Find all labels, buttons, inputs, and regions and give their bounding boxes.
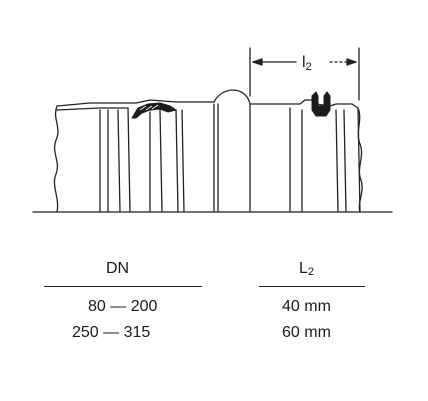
- table-cell-dn-1: 80 — 200: [88, 298, 158, 315]
- left-break-edge: [53, 105, 59, 213]
- right-wall-4: [343, 109, 347, 213]
- header-l2-sub: 2: [307, 266, 315, 278]
- table-rule-dn: [44, 286, 202, 287]
- right-break-edge: [357, 107, 363, 213]
- socket-inner: [175, 109, 179, 213]
- seal-ring-left: [131, 102, 178, 119]
- pipe-inner-top: [56, 107, 129, 111]
- header-l2: L2: [299, 260, 314, 281]
- right-wall-3: [335, 109, 339, 213]
- header-l2-main: L: [299, 260, 308, 277]
- seal-lip-right: [311, 91, 331, 117]
- wall-4: [127, 107, 131, 213]
- table-cell-l2-2: 60 mm: [282, 324, 331, 341]
- socket-left-2: [159, 109, 163, 213]
- dim-arrow-right: [346, 58, 357, 66]
- socket-inner-2: [181, 109, 185, 213]
- wall-3: [117, 109, 121, 213]
- dimension-label-l2: l2: [302, 54, 312, 73]
- pipe-socket-drawing: l2: [32, 47, 393, 213]
- header-dn: DN: [106, 260, 130, 277]
- table-cell-dn-2: 250 — 315: [72, 324, 151, 341]
- table-rule-l2: [259, 286, 365, 287]
- table-cell-l2-1: 40 mm: [282, 298, 331, 315]
- seal-ring-left-hatch: [139, 104, 159, 111]
- dim-arrow-left: [252, 58, 263, 66]
